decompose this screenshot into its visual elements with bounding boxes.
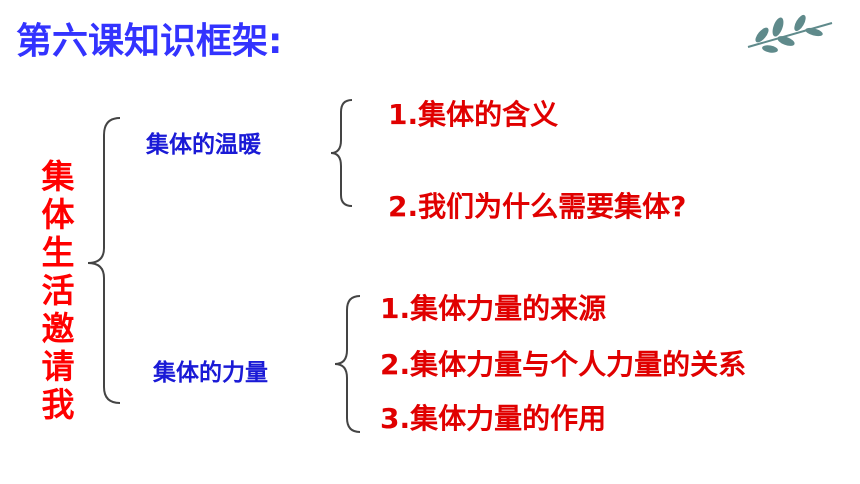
leaf-item: 2.集体力量与个人力量的关系: [380, 348, 747, 381]
leaf-item: 3.集体力量的作用: [380, 402, 607, 435]
leaf-item: 1.集体力量的来源: [380, 292, 607, 325]
branch-label-strength: 集体的力量: [153, 360, 268, 386]
leaf-item: 2.我们为什么需要集体?: [388, 190, 687, 223]
leaf-branch-icon: [747, 14, 833, 53]
branch-2-brace: [334, 295, 361, 433]
page-title: 第六课知识框架:: [16, 21, 283, 62]
branch-1-brace: [330, 99, 353, 207]
root-node: 集体生活邀请我: [41, 157, 75, 424]
branch-label-warmth: 集体的温暖: [146, 132, 261, 158]
root-brace: [87, 117, 121, 404]
leaf-item: 1.集体的含义: [388, 98, 559, 131]
